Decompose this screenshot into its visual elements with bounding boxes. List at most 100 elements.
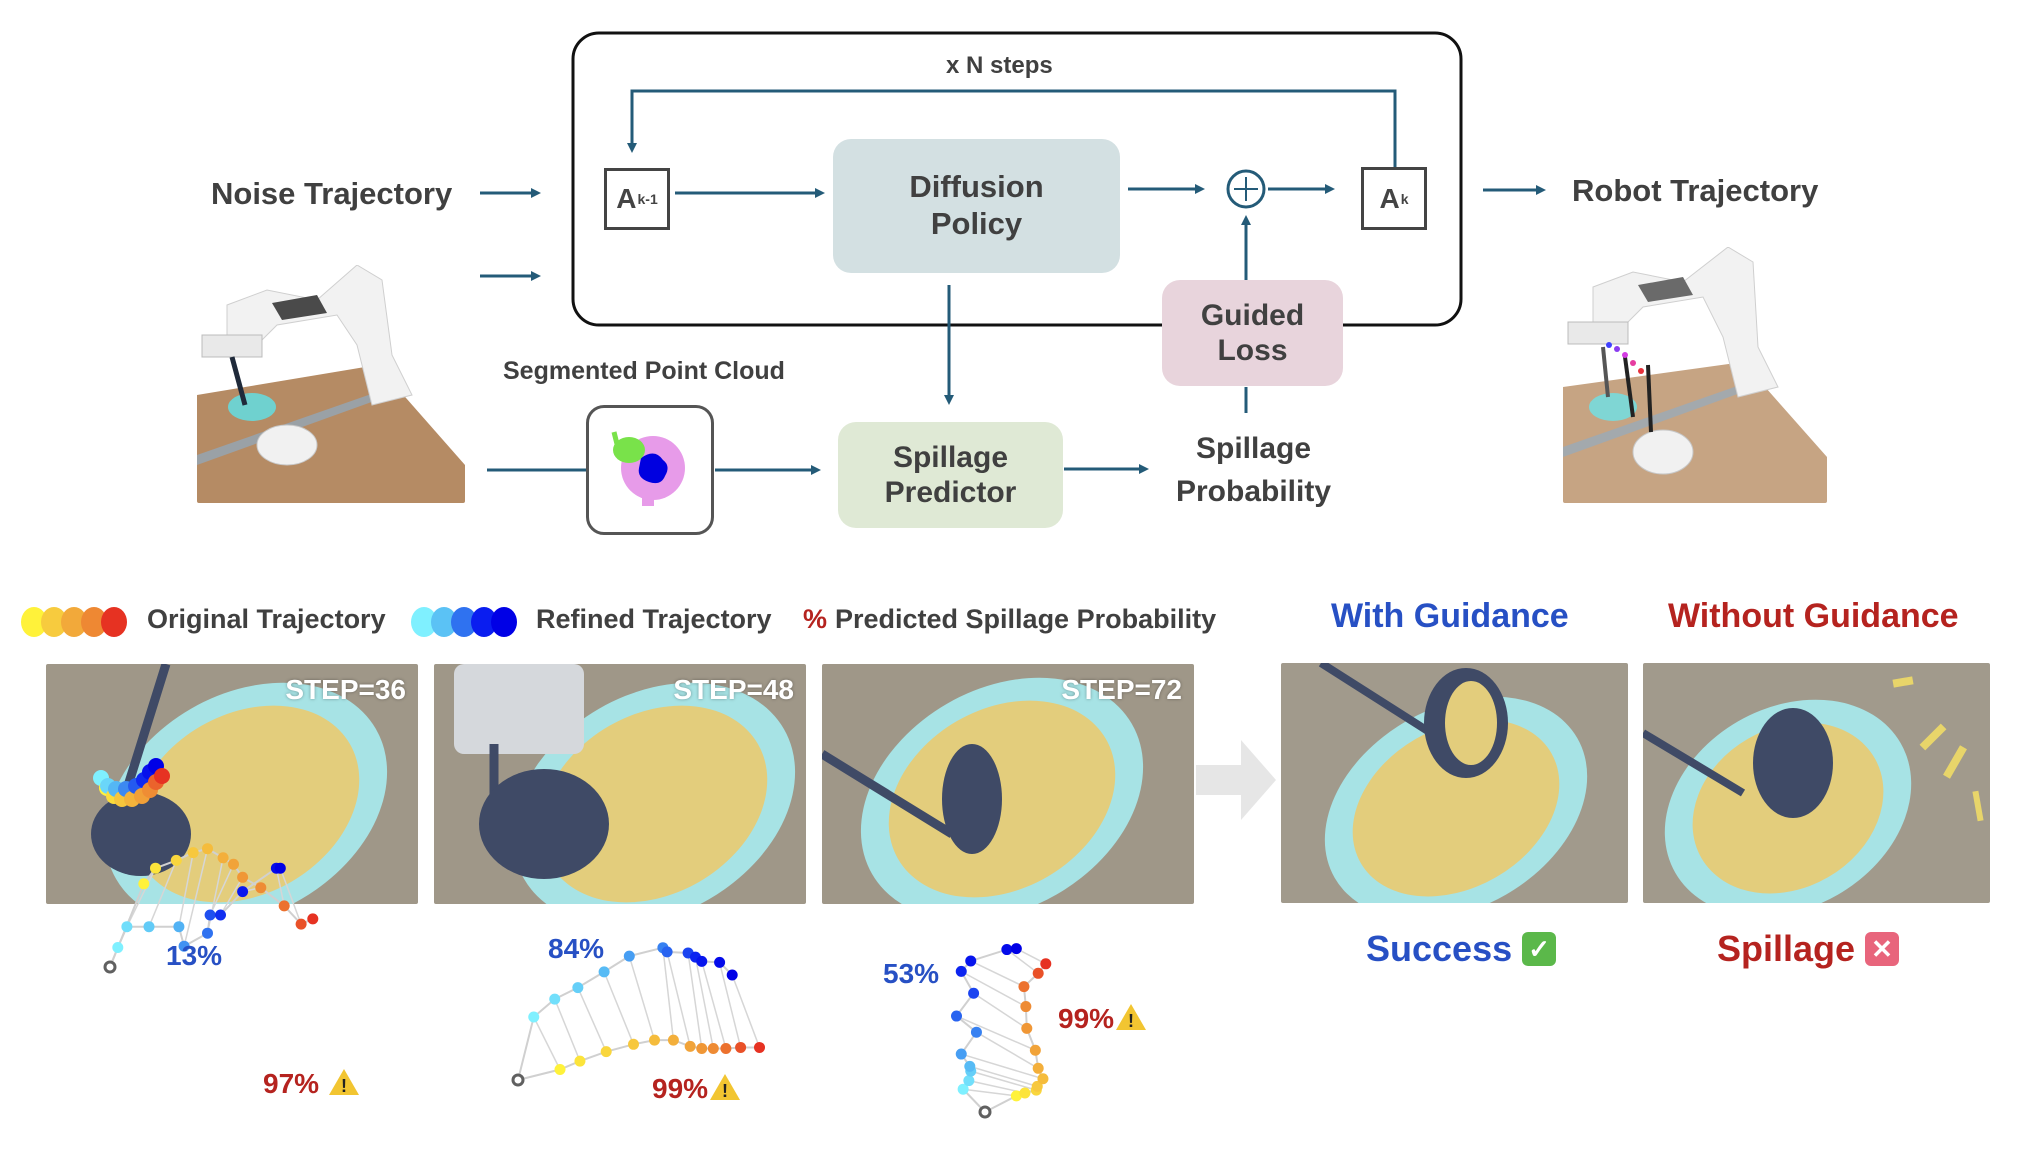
legend-original-dot xyxy=(81,607,107,637)
correspondence-line xyxy=(666,951,691,1047)
original-point xyxy=(1032,1062,1044,1074)
spillage-probability-line2: Probability xyxy=(1176,474,1332,508)
step-48-image: STEP=48 xyxy=(434,664,806,904)
correspondence-line xyxy=(1016,947,1047,965)
correspondence-line xyxy=(279,867,302,925)
refined-pct-step-48: 84% xyxy=(548,933,605,964)
refined-point xyxy=(964,1060,976,1072)
original-pct-step-72: 99% xyxy=(1058,1003,1115,1034)
refined-point xyxy=(237,886,249,898)
success-label: Success xyxy=(1366,928,1513,969)
refined-point xyxy=(528,1011,540,1023)
warning-icon-mark: ! xyxy=(1128,1011,1134,1031)
refined-point xyxy=(955,1048,967,1060)
correspondence-line xyxy=(662,947,675,1041)
refined-point xyxy=(178,940,190,952)
original-point xyxy=(255,882,267,894)
correspondence-line xyxy=(976,1031,1039,1069)
step-36-label: STEP=36 xyxy=(285,674,406,705)
original-point xyxy=(684,1040,696,1052)
refined-point xyxy=(968,987,980,999)
diffusion-policy-line1: Diffusion xyxy=(909,169,1044,205)
refined-point xyxy=(696,955,708,967)
original-point xyxy=(1032,967,1044,979)
original-point xyxy=(628,1038,639,1050)
original-point xyxy=(1031,1080,1043,1092)
noise-trajectory-label: Noise Trajectory xyxy=(211,176,453,211)
original-point xyxy=(754,1041,765,1053)
refined-point xyxy=(112,942,124,953)
spillage-predictor-line1: Spillage xyxy=(892,440,1009,474)
spillage-result: Spillage ✕ xyxy=(1717,928,1900,970)
original-point xyxy=(278,900,290,912)
original-point xyxy=(1021,1022,1033,1034)
refined-point xyxy=(714,956,726,968)
robot-output-scene xyxy=(1563,247,1827,503)
step-72-scene xyxy=(822,677,1144,904)
original-point xyxy=(307,913,319,925)
legend-refined-dot xyxy=(491,607,517,637)
refined-point xyxy=(963,1075,975,1087)
start-point xyxy=(103,960,117,974)
original-point xyxy=(554,1064,566,1075)
correspondence-line xyxy=(183,848,209,947)
refined-point xyxy=(1001,944,1013,956)
with-guidance-image xyxy=(1281,663,1628,903)
action-prev-base: A xyxy=(616,183,637,214)
point-cloud-graphic xyxy=(611,431,685,506)
legend: Original Trajectory Refined Trajectory %… xyxy=(20,602,1260,642)
legend-refined-dot xyxy=(471,607,497,637)
refined-point xyxy=(549,993,561,1005)
original-point xyxy=(228,858,239,870)
guided-loss-line2: Loss xyxy=(1217,334,1288,367)
spillage-probability-line1: Spillage xyxy=(1195,432,1312,465)
loop-label: x N steps xyxy=(946,52,1053,79)
original-point xyxy=(217,852,229,864)
correspondence-line xyxy=(1006,948,1039,974)
refined-point xyxy=(1010,943,1022,955)
correspondence-line xyxy=(973,992,1028,1030)
spillage-predictor-line2: Predictor xyxy=(884,476,1017,509)
step-48-scene xyxy=(454,664,796,904)
original-point xyxy=(707,1043,719,1054)
original-point xyxy=(600,1046,612,1058)
legend-original-dot xyxy=(21,607,47,637)
correspondence-line xyxy=(731,974,761,1048)
original-point xyxy=(1020,1001,1032,1013)
original-point xyxy=(667,1034,679,1046)
original-point xyxy=(696,1043,708,1054)
loop-feedback-arrow xyxy=(627,89,1397,170)
refined-pct-step-36: 13% xyxy=(166,940,223,971)
with-guidance-scene xyxy=(1318,663,1588,903)
start-point xyxy=(511,1073,525,1087)
step-36-trajectory-overlay xyxy=(93,758,170,807)
point-cloud-thumbnail xyxy=(586,405,714,535)
refined-point xyxy=(202,927,213,939)
refined-point xyxy=(965,955,977,967)
correspondence-line xyxy=(687,952,703,1049)
correspondence-line xyxy=(533,1016,561,1070)
correspondence-line xyxy=(701,961,727,1049)
legend-refined-dot xyxy=(451,607,477,637)
robot-input-scene xyxy=(197,265,465,503)
original-point xyxy=(138,878,150,890)
refined-point xyxy=(726,969,738,981)
correspondence-line xyxy=(969,1065,1038,1088)
original-point xyxy=(295,918,307,930)
original-pct-step-48: 99% xyxy=(652,1073,709,1104)
original-point xyxy=(1029,1044,1041,1056)
correspondence-line xyxy=(603,971,635,1045)
robot-trajectory-label: Robot Trajectory xyxy=(1572,173,1819,208)
with-guidance-title: With Guidance xyxy=(1331,597,1569,635)
step-72-label: STEP=72 xyxy=(1061,674,1182,705)
step-48-label: STEP=48 xyxy=(673,674,794,705)
start-point xyxy=(978,1105,992,1119)
step-72-image: STEP=72 xyxy=(822,664,1194,904)
original-point xyxy=(1010,1090,1022,1102)
guided-loss-line1: Guided xyxy=(1200,298,1305,332)
warning-icon: ! xyxy=(710,1074,740,1101)
original-point xyxy=(1040,958,1052,970)
